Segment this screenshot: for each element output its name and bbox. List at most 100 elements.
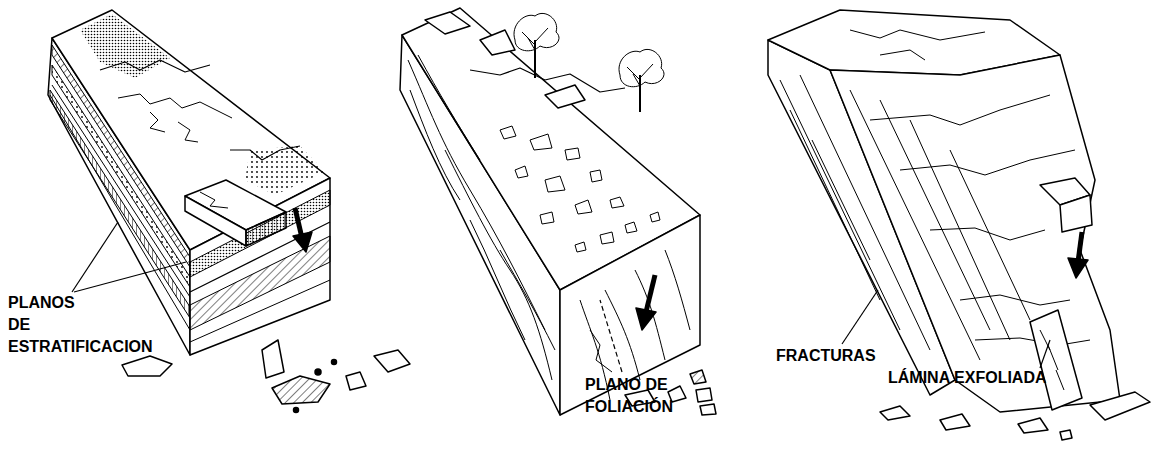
fallen-rock xyxy=(696,388,712,402)
callout-label: PLANOS DE ESTRATIFICACION xyxy=(8,292,80,358)
detached-block-front xyxy=(1060,195,1092,232)
top-crack xyxy=(880,50,925,60)
callout-label: PLANO DE FOLIACIÓN xyxy=(585,374,690,418)
fallen-rock xyxy=(315,369,321,375)
fracture xyxy=(950,150,1030,320)
leader-line xyxy=(1040,340,1050,368)
callout-label: LÁMINA EXFOLIADA xyxy=(888,367,1148,389)
rock xyxy=(545,176,565,192)
tree xyxy=(514,13,559,78)
rock xyxy=(650,212,660,222)
foliation-line xyxy=(605,290,640,380)
fallen-rock xyxy=(700,404,716,415)
foliation-slide-block xyxy=(400,8,716,415)
strata-line xyxy=(190,280,330,342)
rock-outcrop xyxy=(480,30,515,55)
tree xyxy=(619,49,664,112)
top-crack xyxy=(850,30,985,40)
leader-line xyxy=(74,262,186,292)
crack-line xyxy=(178,122,198,142)
fallen-rock xyxy=(880,406,910,420)
ledge xyxy=(975,338,1090,345)
rock xyxy=(575,242,586,252)
sliding-slab-side xyxy=(185,196,246,246)
fracture-lines xyxy=(780,30,1090,360)
fracture xyxy=(880,100,990,330)
rock xyxy=(600,232,614,244)
foliation-line xyxy=(500,250,555,350)
callout-label: FRACTURAS xyxy=(776,345,976,367)
bedding-slide-block xyxy=(48,10,410,413)
rock xyxy=(500,126,516,139)
sheet-line xyxy=(1048,345,1058,370)
rock xyxy=(590,170,602,182)
rock-outcrop xyxy=(545,85,585,108)
tree-trunk xyxy=(639,75,641,112)
exfoliated-sheet xyxy=(1030,310,1082,410)
fallen-rock xyxy=(374,350,410,372)
rock xyxy=(565,148,580,160)
tree-trunk xyxy=(534,40,536,78)
strata-band xyxy=(190,236,330,330)
foliation-lines xyxy=(408,55,690,400)
foliation-line xyxy=(418,55,480,160)
fallen-rock xyxy=(294,408,299,413)
fallen-rock xyxy=(1018,418,1048,433)
ledge xyxy=(930,228,1045,240)
tree-branches xyxy=(522,28,548,50)
foliation-line xyxy=(410,90,460,200)
ledge xyxy=(900,150,1075,175)
ledge xyxy=(870,95,1050,125)
arrow-head xyxy=(1068,258,1088,278)
scarp-line xyxy=(230,146,300,160)
rock xyxy=(530,134,552,150)
fracture xyxy=(812,140,870,260)
fracture-cliff-block xyxy=(768,10,1150,440)
sliding-slab-front xyxy=(246,212,286,246)
motion-arrow xyxy=(646,275,655,312)
scarp-line xyxy=(118,94,232,118)
tree-crown xyxy=(619,49,664,86)
foliation-line xyxy=(665,250,690,330)
crack-line xyxy=(150,112,165,132)
foliation-line xyxy=(635,270,665,360)
rock xyxy=(625,222,637,233)
fallen-rock xyxy=(690,370,706,384)
tree-crown xyxy=(514,13,559,50)
fracture xyxy=(790,110,880,300)
scarp-line xyxy=(100,60,210,72)
arrow-head xyxy=(293,232,312,252)
fallen-rock xyxy=(1060,430,1072,440)
sheet-line xyxy=(1056,370,1064,390)
crack-line xyxy=(200,192,228,208)
leader-line xyxy=(600,300,622,372)
rock xyxy=(610,197,624,208)
foliation-line xyxy=(408,60,545,330)
ledge xyxy=(960,295,1070,305)
stippled-patch xyxy=(80,14,170,78)
rock xyxy=(575,200,592,214)
fallen-rock xyxy=(332,360,337,365)
fracture xyxy=(910,120,1010,340)
rock xyxy=(515,166,528,178)
foliation-line xyxy=(590,330,612,372)
leader-line xyxy=(842,290,878,344)
fracture xyxy=(780,80,900,330)
foliation-line xyxy=(445,150,552,380)
scarp-line xyxy=(470,68,625,92)
fallen-rock xyxy=(272,376,330,404)
fallen-sheet xyxy=(1090,392,1150,420)
fallen-rock xyxy=(122,356,172,376)
leader-lines xyxy=(72,222,1050,372)
fallen-rock xyxy=(940,414,970,430)
rock-outcrop xyxy=(425,12,470,34)
rock xyxy=(540,212,554,224)
motion-arrow xyxy=(1078,232,1082,262)
arrow-head xyxy=(636,308,656,330)
fallen-rock xyxy=(262,340,284,378)
motion-arrow xyxy=(295,208,302,238)
tree-branches xyxy=(627,64,653,86)
fallen-rock xyxy=(346,372,366,390)
surface-rocks xyxy=(500,126,660,252)
